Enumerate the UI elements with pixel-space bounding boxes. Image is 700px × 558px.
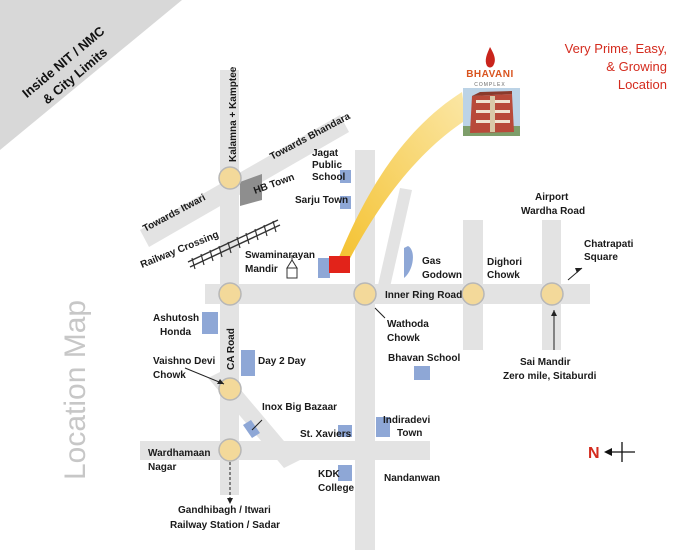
label-indiradevi-1: Indiradevi — [383, 415, 430, 426]
label-chatrapati-1: Chatrapati — [584, 239, 634, 250]
label-ashutosh-1: Ashutosh — [153, 313, 199, 324]
brand-name: BHAVANI — [466, 69, 514, 80]
temple-icon — [286, 255, 298, 279]
building-indiradevi — [376, 417, 390, 437]
label-ashutosh-2: Honda — [160, 327, 192, 338]
label-xaviers: St. Xaviers — [300, 429, 352, 440]
flame-logo-icon — [485, 47, 495, 68]
road-inner-ring — [205, 284, 590, 304]
junction-chatrapati — [540, 282, 564, 306]
building-xaviers — [338, 425, 352, 437]
building-sarju-town — [340, 196, 351, 209]
label-inox: Inox Big Bazaar — [262, 402, 337, 413]
north-letter: N — [588, 445, 600, 462]
label-swaminarayan-2: Mandir — [245, 264, 278, 275]
side-title: Location Map — [59, 300, 92, 480]
label-ca-road: CA Road — [226, 328, 237, 370]
brand-block: BHAVANI COMPLEX — [463, 47, 520, 136]
junction-dighori — [461, 282, 485, 306]
label-wathoda-2: Chowk — [387, 333, 420, 344]
label-bhavan-school: Bhavan School — [388, 353, 460, 364]
railway-track — [187, 219, 281, 270]
building-bhavan-school — [414, 366, 430, 380]
junction-kamptee-ring — [218, 282, 242, 306]
leader-lines — [184, 267, 583, 500]
north-arrow-icon — [604, 448, 612, 456]
label-wardhamaan-1: Wardhamaan — [148, 448, 210, 459]
label-gandhibagh-1: Gandhibagh / Itwari — [178, 505, 271, 516]
junction-wathoda — [353, 282, 377, 306]
label-wardhamaan-2: Nagar — [148, 462, 176, 473]
label-nandanwan: Nandanwan — [384, 473, 440, 484]
corner-banner: Inside NIT / NMC & City Limits — [0, 0, 182, 150]
building-kdk — [338, 465, 352, 481]
building-day2day — [241, 350, 255, 376]
buildings — [202, 170, 430, 481]
junction-wardhamaan — [218, 438, 242, 462]
label-jagat-3: School — [312, 172, 346, 183]
tagline-line3: Location — [618, 77, 667, 92]
label-chatrapati-2: Square — [584, 252, 618, 263]
label-kdk-1: KDK — [318, 469, 340, 480]
label-saimandir-2: Zero mile, Sitaburdi — [503, 371, 597, 382]
label-indiradevi-2: Town — [397, 428, 422, 439]
hb-town-block — [240, 174, 262, 206]
project-site-marker — [329, 256, 350, 273]
label-kdk-2: College — [318, 483, 355, 494]
label-swaminarayan-1: Swaminarayan — [245, 250, 315, 261]
label-sarju-town: Sarju Town — [295, 195, 348, 206]
label-jagat-2: Public — [312, 160, 342, 171]
building-inox — [243, 420, 260, 438]
building-photo — [463, 88, 520, 136]
leader-vaishno — [184, 367, 225, 385]
label-airport-2: Wardha Road — [521, 206, 585, 217]
junction-vaishno-devi — [218, 377, 242, 401]
label-day2day: Day 2 Day — [258, 356, 306, 367]
tagline-line1: Very Prime, Easy, — [565, 41, 667, 56]
road-gas-diagonal — [376, 188, 412, 296]
label-dighori-2: Chowk — [487, 270, 520, 281]
tagline-line2: & Growing — [606, 59, 667, 74]
building-ashutosh-honda — [202, 312, 218, 334]
label-vaishno-2: Chowk — [153, 370, 186, 381]
north-indicator: N — [588, 442, 635, 462]
label-gas-1: Gas — [422, 256, 441, 267]
junctions — [218, 166, 564, 462]
label-saimandir-1: Sai Mandir — [520, 357, 571, 368]
label-dighori-1: Dighori — [487, 257, 522, 268]
highlight-beam — [337, 92, 466, 266]
building-gas-godown — [404, 246, 413, 278]
brand-subname: COMPLEX — [474, 82, 505, 88]
junction-hb-town — [218, 166, 242, 190]
label-jagat-1: Jagat — [312, 148, 339, 159]
building-jagat-school — [340, 170, 351, 183]
label-gas-2: Godown — [422, 270, 462, 281]
label-inner-ring-road: Inner Ring Road — [385, 290, 462, 301]
leader-inox — [251, 419, 263, 431]
arrowheads — [217, 268, 582, 504]
label-airport-1: Airport — [535, 192, 569, 203]
roads — [140, 70, 590, 550]
label-wathoda-1: Wathoda — [387, 319, 429, 330]
label-gandhibagh-2: Railway Station / Sadar — [170, 520, 280, 531]
label-kamptee: Kalamna + Kamptee — [228, 66, 239, 162]
building-swaminarayan — [318, 258, 330, 278]
label-vaishno-1: Vaishno Devi — [153, 356, 215, 367]
corner-banner-shape — [0, 0, 182, 150]
leader-wathoda — [374, 307, 386, 319]
